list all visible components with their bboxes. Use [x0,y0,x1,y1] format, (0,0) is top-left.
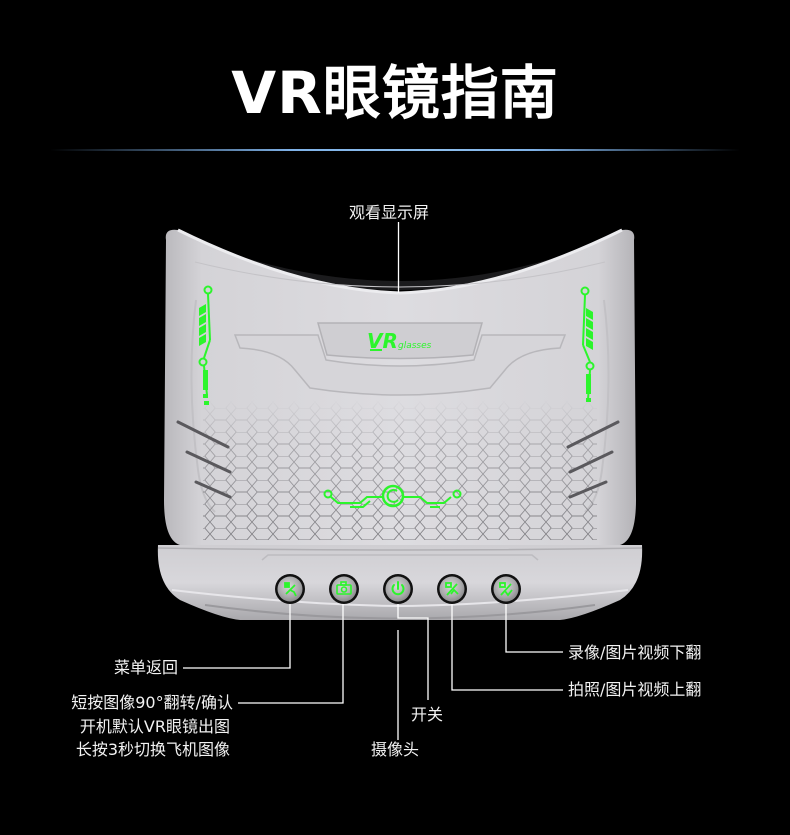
power-icon [391,581,405,596]
right-vent-slits [566,420,620,499]
left-vent-slits [176,420,232,499]
page-title: VR眼镜指南 [231,59,559,127]
menu-back-icon [284,582,297,597]
vr-glasses-logo: VR glasses [367,329,432,353]
label-menu-back: 菜单返回 [113,658,178,677]
svg-text:glasses: glasses [398,341,432,351]
label-camera-lens: 摄像头 [371,740,420,759]
title-divider [50,149,740,151]
label-camera-button-line1: 短按图像90°翻转/确认 [71,693,233,712]
camera-icon [336,581,352,595]
center-circuit-emblem [323,484,462,508]
photo-page-up-icon [445,582,459,596]
label-camera-button-line3: 长按3秒切换飞机图像 [75,740,230,759]
record-page-down-icon [499,582,513,597]
label-photo-page-up: 拍照/图片视频上翻 [568,680,702,699]
label-screen: 观看显示屏 [349,203,430,222]
power-button [383,574,413,604]
label-power: 开关 [411,705,444,724]
photo-page-up-button [437,574,467,604]
label-record-page-down: 录像/图片视频下翻 [568,643,702,662]
menu-back-button [275,574,305,604]
camera-button [329,574,359,604]
front-panel-recess [233,334,567,396]
leader-lines [183,222,563,740]
record-page-down-button [491,574,521,604]
label-camera-button-line2: 开机默认VR眼镜出图 [79,717,230,736]
